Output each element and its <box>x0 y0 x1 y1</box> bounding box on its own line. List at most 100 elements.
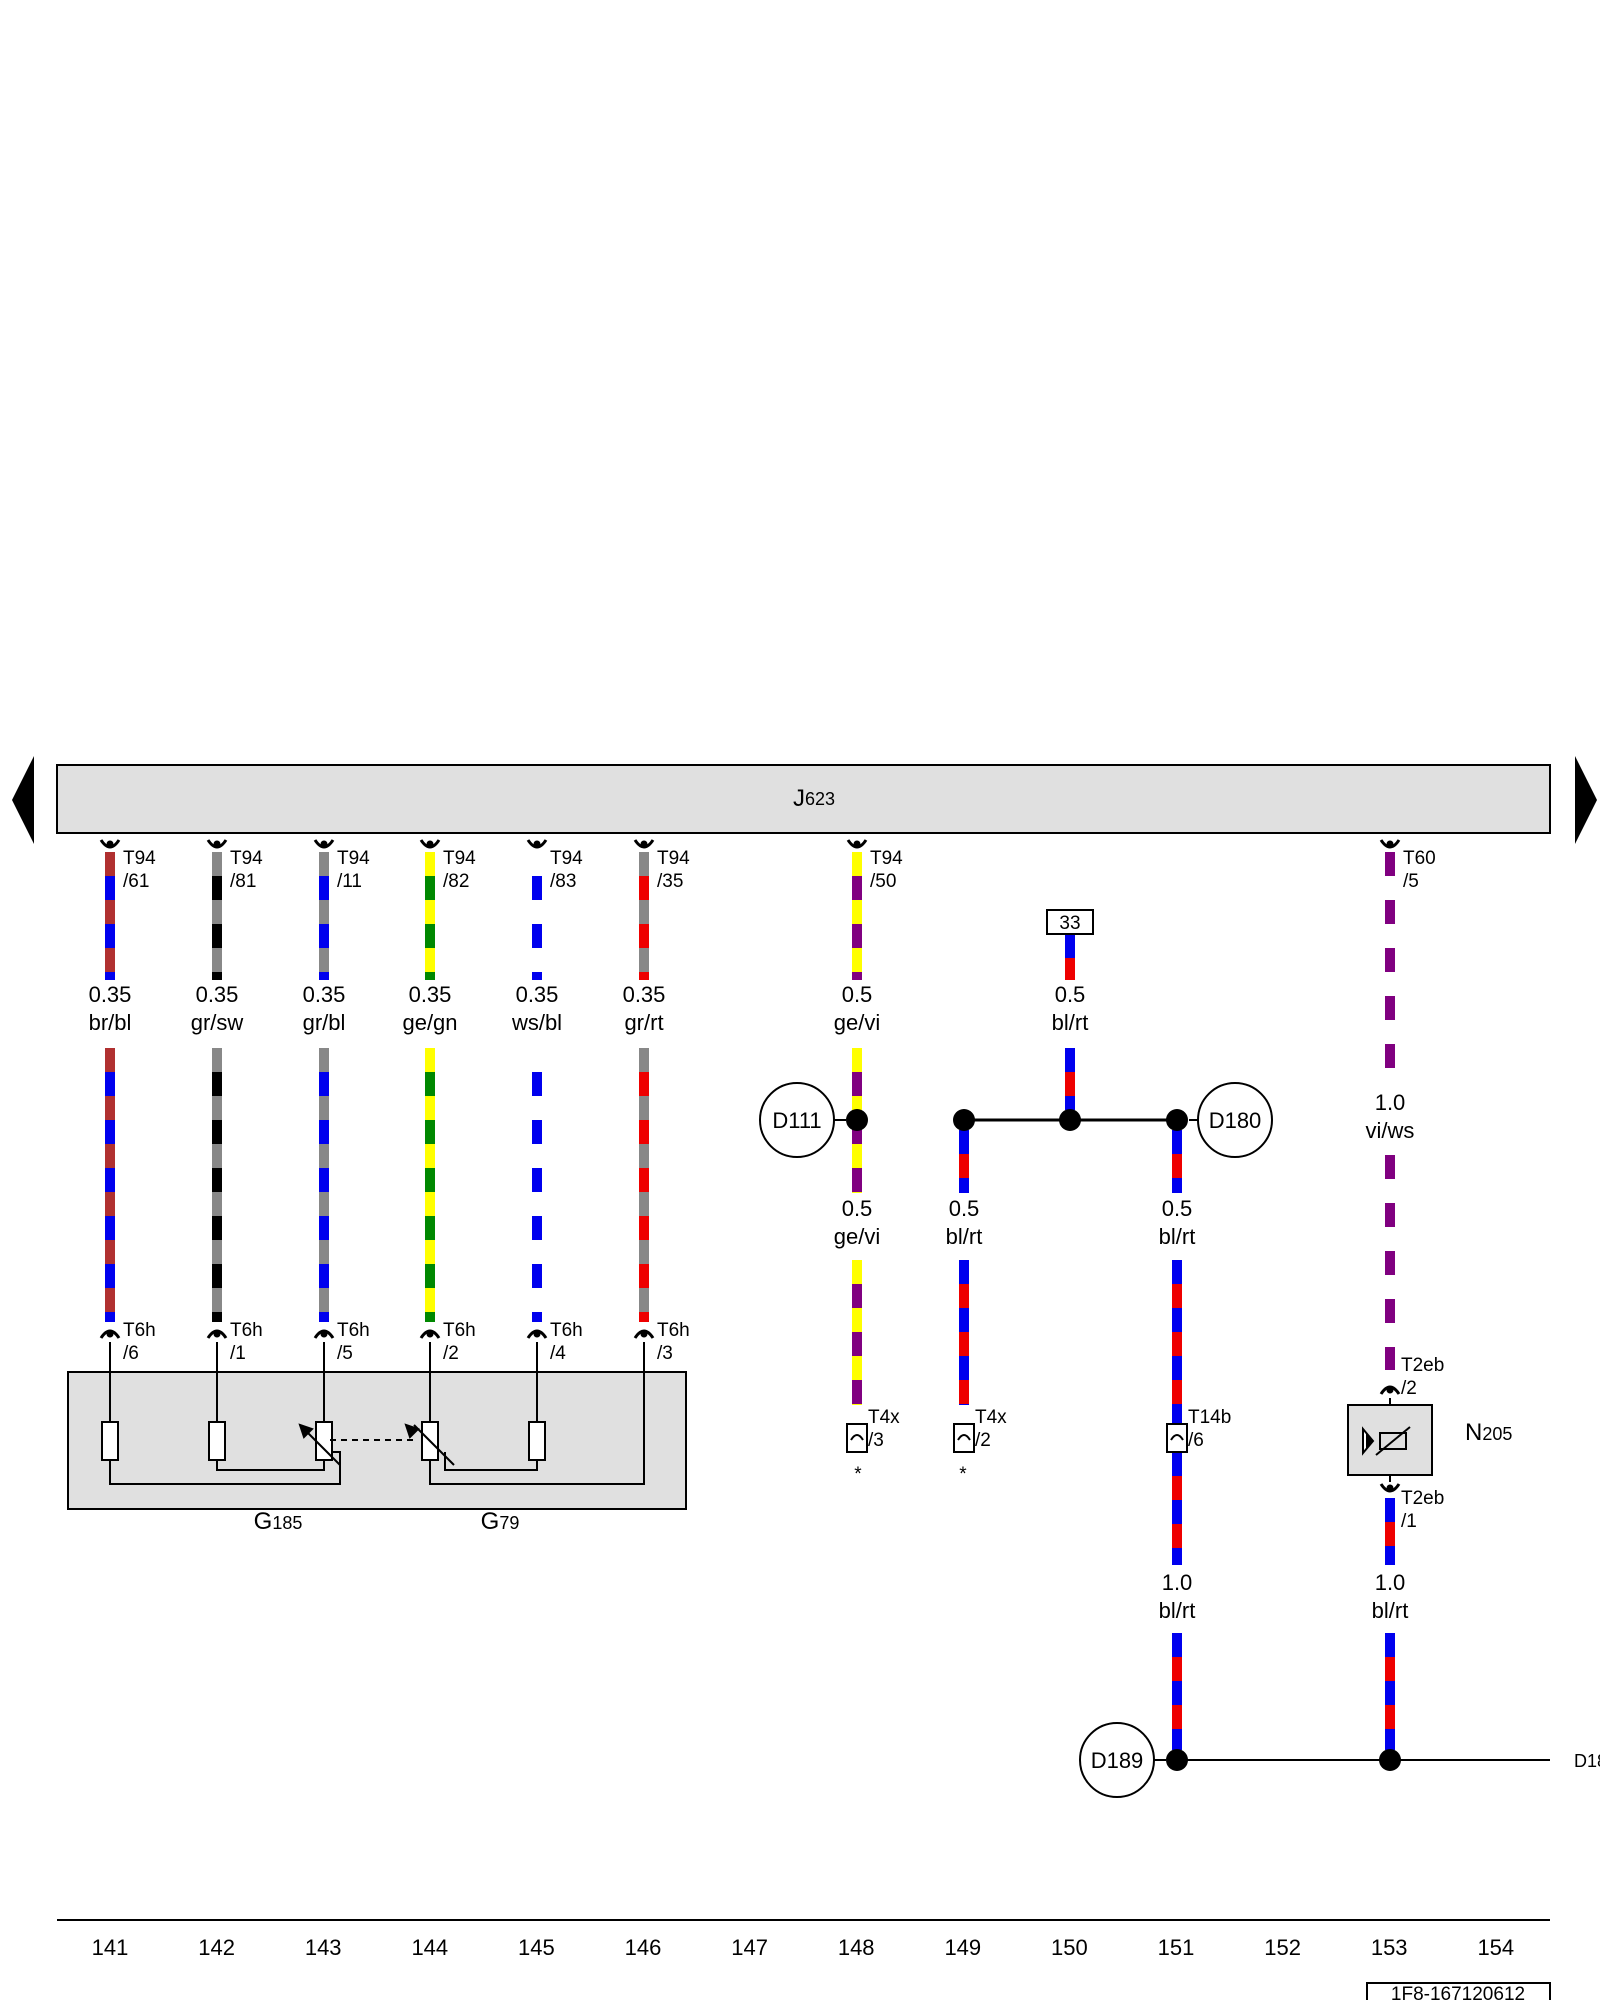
wire-size-151: 0.5 <box>1162 1196 1193 1221</box>
component-label-n205: N205 <box>1465 1419 1512 1446</box>
wire-segment-150 <box>1065 958 1075 980</box>
pin-label-bottom-144: T6h <box>443 1320 476 1341</box>
column-number-144: 144 <box>411 1935 448 1960</box>
wire-segment-148 <box>852 1168 862 1192</box>
connector-bottom-145 <box>533 1330 541 1338</box>
wire-segment-151 <box>1172 1284 1182 1308</box>
connector-top-143 <box>320 840 328 848</box>
wire-color-153: vi/ws <box>1366 1118 1415 1143</box>
pin-label-bottom-146: T6h <box>657 1320 690 1341</box>
terminal-33-box <box>1046 909 1094 935</box>
junction-d180: D180 <box>1197 1082 1273 1158</box>
wire-segment-149 <box>959 1154 969 1178</box>
wire-segment-151 <box>1172 1681 1182 1705</box>
wire-color-144: ge/gn <box>402 1010 457 1035</box>
wire-segment-150 <box>1065 1096 1075 1110</box>
wire-segment-144 <box>425 852 435 876</box>
wire-149-151 <box>953 934 1198 1750</box>
wire-segment-144 <box>425 1168 435 1192</box>
connector-top-148 <box>853 840 861 848</box>
pin-label-153-b1: T2eb <box>1401 1488 1444 1509</box>
wire-segment-145 <box>532 876 542 900</box>
wire-segment-153-lower <box>1385 1657 1395 1681</box>
wire-segment-148 <box>852 1260 862 1284</box>
pin-label-top-146: T94 <box>657 848 690 869</box>
wire-size-151-lower: 1.0 <box>1162 1570 1193 1595</box>
wire-segment-144 <box>425 1072 435 1096</box>
pin-label-top-141: T94 <box>123 848 156 869</box>
connector-top-144 <box>426 840 434 848</box>
pin-label-151-a: T14b <box>1188 1407 1231 1428</box>
pin-label-148-top-b: /50 <box>870 871 896 892</box>
wire-segment-153 <box>1385 924 1395 948</box>
pin-sub-bottom-144: /2 <box>443 1343 459 1364</box>
wire-segment-142 <box>212 1216 222 1240</box>
wire-segment-142 <box>212 1192 222 1216</box>
wire-segment-143 <box>319 1264 329 1288</box>
pin-label-149-bot-b: /2 <box>975 1430 991 1451</box>
wire-size-142: 0.35 <box>196 982 239 1007</box>
wire-segment-153 <box>1385 852 1395 876</box>
splice-dot-151 <box>1166 1109 1188 1131</box>
column-number-143: 143 <box>305 1935 342 1960</box>
wire-segment-145 <box>532 1096 542 1120</box>
wire-segment-145 <box>532 1312 542 1322</box>
wire-segment-145 <box>532 1144 542 1168</box>
wire-color-143: gr/bl <box>303 1010 346 1035</box>
connector-top-141 <box>106 840 114 848</box>
wire-segment-151 <box>1172 1476 1182 1500</box>
splice-dot-150 <box>1059 1109 1081 1131</box>
pin-sub-top-145: /83 <box>550 871 576 892</box>
pin-label-148-top-a: T94 <box>870 848 903 869</box>
wire-segment-142 <box>212 1288 222 1312</box>
wire-segment-143 <box>319 1168 329 1192</box>
pin-label-149-bot-a: T4x <box>975 1407 1007 1428</box>
column-number-141: 141 <box>92 1935 129 1960</box>
wire-segment-148 <box>852 900 862 924</box>
wire-segment-146 <box>639 1168 649 1192</box>
wire-segment-151 <box>1172 1130 1182 1154</box>
wire-segment-146 <box>639 972 649 980</box>
wire-segment-144 <box>425 1144 435 1168</box>
wire-segment-151 <box>1172 1729 1182 1750</box>
wire-segment-148 <box>852 1072 862 1096</box>
pin-sub-top-142: /81 <box>230 871 256 892</box>
pin-sub-bottom-145: /4 <box>550 1343 566 1364</box>
wire-segment-146 <box>639 1312 649 1322</box>
wire-segment-141 <box>105 1264 115 1288</box>
wire-segment-149 <box>959 1308 969 1332</box>
wire-size-146: 0.35 <box>623 982 666 1007</box>
wire-segment-151 <box>1172 1380 1182 1404</box>
wire-segment-150 <box>1065 1072 1075 1096</box>
wire-color-145: ws/bl <box>511 1010 562 1035</box>
control-unit-bar <box>56 764 1551 834</box>
wire-segment-148 <box>852 948 862 972</box>
wire-segment-146 <box>639 1216 649 1240</box>
sensor-internals <box>101 1372 645 1485</box>
wire-segment-141 <box>105 852 115 876</box>
nav-right-arrow-icon[interactable] <box>1575 756 1597 844</box>
wire-segment-142 <box>212 900 222 924</box>
wire-segment-146 <box>639 1192 649 1216</box>
wire-segment-143 <box>319 852 329 876</box>
column-number-148: 148 <box>838 1935 875 1960</box>
pin-label-top-143: T94 <box>337 848 370 869</box>
nav-left-arrow-icon[interactable] <box>12 756 34 844</box>
wire-segment-151 <box>1172 1548 1182 1565</box>
wire-segment-145 <box>532 1216 542 1240</box>
wire-segment-145 <box>532 1168 542 1192</box>
wire-segment-144 <box>425 1288 435 1312</box>
wire-segment-148 <box>852 1120 862 1144</box>
wire-segment-145 <box>532 900 542 924</box>
pin-sub-bottom-141: /6 <box>123 1343 139 1364</box>
wire-segment-153-lower <box>1385 1498 1395 1522</box>
wire-segment-145 <box>532 1072 542 1096</box>
svg-text:D189: D189 <box>1091 1748 1144 1773</box>
wire-148 <box>834 839 868 1453</box>
wire-segment-146 <box>639 1072 649 1096</box>
wire-segment-144 <box>425 900 435 924</box>
pin-label-bottom-143: T6h <box>337 1320 370 1341</box>
wire-segment-146 <box>639 900 649 924</box>
